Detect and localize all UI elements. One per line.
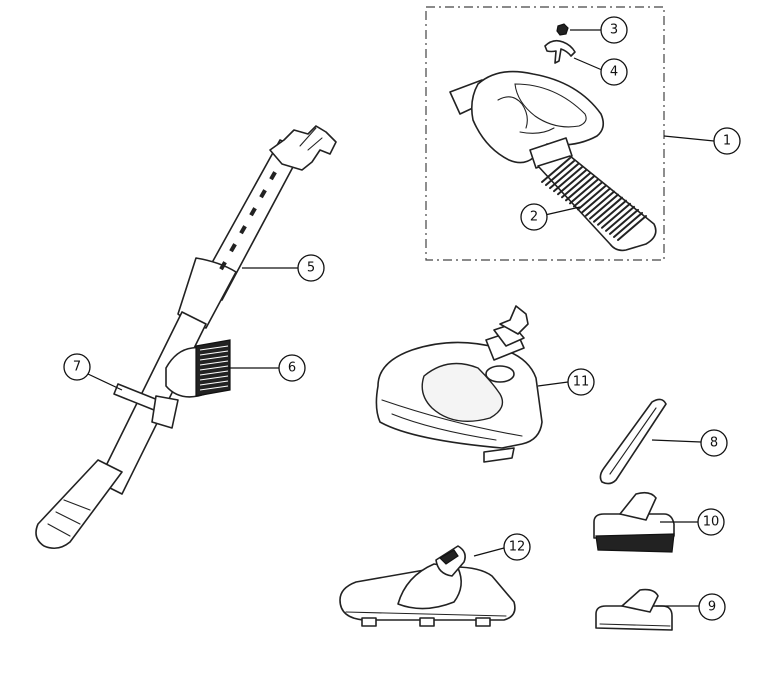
- callout-1-label: 1: [723, 134, 731, 149]
- callout-11-label: 11: [573, 375, 590, 390]
- callout-6-label: 6: [288, 361, 296, 376]
- callout-9: 9: [698, 593, 726, 621]
- leader-1: [663, 135, 715, 142]
- wand-button-holes: [219, 171, 277, 271]
- part-1-hose-handle: [449, 70, 605, 169]
- callout-9-label: 9: [708, 600, 716, 615]
- callout-1: 1: [713, 127, 741, 155]
- hose-assembly-box: [425, 6, 665, 261]
- callout-5: 5: [297, 254, 325, 282]
- callout-4-label: 4: [610, 65, 618, 80]
- callout-3-label: 3: [610, 23, 618, 38]
- callout-12: 12: [503, 533, 531, 561]
- leader-lines: [87, 29, 715, 607]
- callout-8: 8: [700, 429, 728, 457]
- leader-4: [573, 57, 603, 71]
- callout-8-label: 8: [710, 436, 718, 451]
- callout-11: 11: [567, 368, 595, 396]
- callout-2: 2: [520, 203, 548, 231]
- part-5-extension-wand: [35, 125, 337, 550]
- part-9-upholstery-tool: [595, 588, 673, 631]
- leader-11: [537, 381, 569, 387]
- callout-3: 3: [600, 16, 628, 44]
- part-6-dusting-brush: [151, 339, 231, 429]
- callout-12-label: 12: [509, 540, 526, 555]
- part-12-floor-tool: [339, 545, 516, 627]
- callout-2-label: 2: [530, 210, 538, 225]
- callout-10-label: 10: [703, 515, 720, 530]
- leader-7: [87, 373, 123, 391]
- callout-4: 4: [600, 58, 628, 86]
- leader-2: [544, 206, 581, 216]
- callout-7: 7: [63, 353, 91, 381]
- callout-10: 10: [697, 508, 725, 536]
- callout-7-label: 7: [73, 360, 81, 375]
- part-4-clip: [544, 39, 576, 64]
- part-2-flexible-hose: [537, 155, 657, 252]
- part-10-upholstery-tool: [593, 491, 675, 553]
- part-8-crevice-tool: [599, 398, 667, 485]
- callout-6: 6: [278, 354, 306, 382]
- callout-5-label: 5: [307, 261, 315, 276]
- part-11-power-nozzle: [375, 305, 543, 463]
- part-3-nut: [556, 23, 569, 36]
- leader-12: [473, 547, 505, 557]
- leader-8: [651, 439, 702, 443]
